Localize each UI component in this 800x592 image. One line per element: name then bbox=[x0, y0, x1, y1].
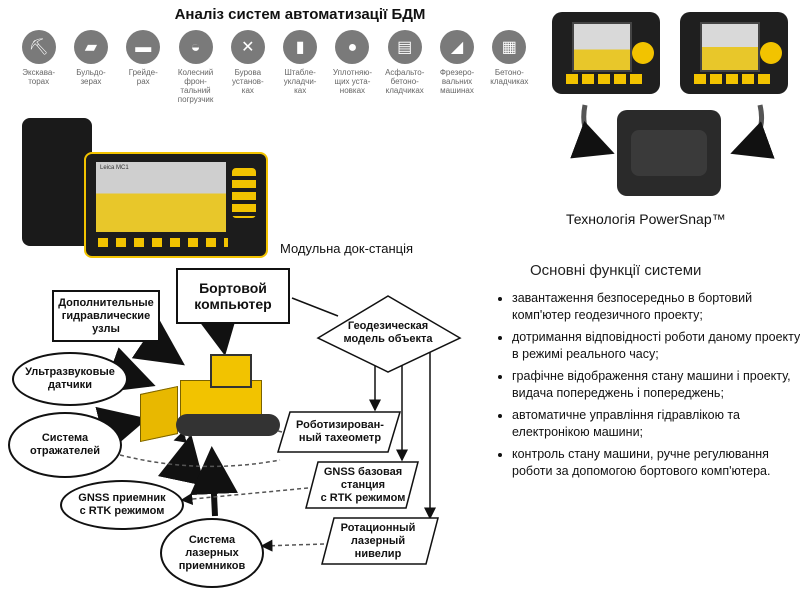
machine-label: Бульдо- зерах bbox=[76, 68, 106, 86]
caption-powersnap: Технологія PowerSnap™ bbox=[566, 211, 726, 227]
grader-icon: ▬ bbox=[126, 30, 161, 64]
caption-dock-station: Модульна док-станція bbox=[280, 241, 414, 256]
gnss-base-station-node: GNSS базовая станция с RTK режимом bbox=[320, 465, 406, 504]
dpad-icon bbox=[632, 42, 654, 64]
machine-label: Уплотняю- щих уста- новках bbox=[332, 68, 373, 95]
control-panel-display-2 bbox=[680, 12, 788, 94]
hydraulic-units-box: Дополнительные гидравлические узлы bbox=[52, 290, 160, 342]
functions-title: Основні функції системи bbox=[530, 262, 702, 279]
function-item: завантаження безпосередньо в бортовий ко… bbox=[512, 290, 800, 324]
function-item: дотримання відповідності роботи даному п… bbox=[512, 329, 800, 363]
machine-item-8: ◢ Фрезеро- вальних машинах bbox=[432, 30, 481, 104]
geodetic-model-node: Геодезическая модель объекта bbox=[343, 320, 433, 345]
button-row bbox=[694, 74, 774, 84]
robot-total-station-node: Роботизирован- ный тахеометр bbox=[296, 419, 384, 444]
machine-item-1: ▰ Бульдо- зерах bbox=[66, 30, 115, 104]
tablet-mount bbox=[22, 118, 92, 246]
laser-receivers-node: Система лазерных приемников bbox=[160, 518, 264, 588]
machine-label: Штабле- укладчи- ках bbox=[283, 68, 317, 95]
button-row bbox=[566, 74, 646, 84]
function-item: автоматичне управління гідравлікою та ел… bbox=[512, 407, 800, 441]
milling-machine-icon: ◢ bbox=[440, 30, 475, 64]
ultrasonic-sensors-node: Ультразвуковые датчики bbox=[12, 352, 128, 406]
function-item: контроль стану машини, ручне регулювання… bbox=[512, 446, 800, 480]
machine-label: Экскава- торах bbox=[22, 68, 56, 86]
dock-slot bbox=[631, 130, 707, 176]
display-screen bbox=[700, 22, 760, 72]
bulldozer-icon: ▰ bbox=[73, 30, 108, 64]
machine-item-4: ✕ Бурова установ- ках bbox=[223, 30, 272, 104]
display-screen bbox=[572, 22, 632, 72]
bulldozer-cab bbox=[210, 354, 252, 388]
control-panel-display-1 bbox=[552, 12, 660, 94]
pile-driver-icon: ▮ bbox=[283, 30, 318, 64]
wheel-loader-icon: ◒ bbox=[178, 30, 213, 64]
machine-item-9: ▦ Бетоно- кладчиках bbox=[485, 30, 534, 104]
machine-icons-row: ⛏ Экскава- торах ▰ Бульдо- зерах ▬ Грейде- … bbox=[14, 30, 534, 104]
reflector-system-node: Система отражателей bbox=[8, 412, 122, 478]
machine-item-5: ▮ Штабле- укладчи- ках bbox=[275, 30, 324, 104]
gnss-receiver-node: GNSS приемник с RTK режимом bbox=[60, 480, 184, 530]
page-title: Аналіз систем автоматизації БДМ bbox=[174, 6, 426, 23]
tablet-keypad bbox=[232, 168, 256, 218]
machine-item-0: ⛏ Экскава- торах bbox=[14, 30, 63, 104]
powersnap-dock bbox=[617, 110, 721, 196]
compactor-icon: ● bbox=[335, 30, 370, 64]
tablet-button-row bbox=[98, 238, 228, 247]
machine-item-6: ● Уплотняю- щих уста- новках bbox=[328, 30, 377, 104]
functions-list: завантаження безпосередньо в бортовий ко… bbox=[490, 290, 800, 485]
function-item: графічне відображення стану машини і про… bbox=[512, 368, 800, 402]
bulldozer-illustration bbox=[140, 350, 290, 445]
machine-label: Колесний фрон- тальний погрузчик bbox=[177, 68, 214, 104]
machine-label: Фрезеро- вальних машинах bbox=[439, 68, 475, 95]
excavator-icon: ⛏ bbox=[21, 30, 56, 64]
drilling-rig-icon: ✕ bbox=[230, 30, 265, 64]
machine-item-7: ▤ Асфальто- бетоно- кладчиках bbox=[380, 30, 429, 104]
tablet-device: Leica MC1 bbox=[84, 152, 268, 258]
dpad-icon bbox=[760, 42, 782, 64]
machine-label: Грейде- рах bbox=[128, 68, 158, 86]
machine-item-2: ▬ Грейде- рах bbox=[119, 30, 168, 104]
machine-label: Асфальто- бетоно- кладчиках bbox=[385, 68, 425, 95]
onboard-computer-box: Бортовой компьютер bbox=[176, 268, 290, 324]
machine-label: Бурова установ- ках bbox=[231, 68, 264, 95]
rotary-laser-level-node: Ротационный лазерный нивелир bbox=[340, 521, 416, 560]
asphalt-paver-icon: ▤ bbox=[387, 30, 422, 64]
concrete-paver-icon: ▦ bbox=[492, 30, 527, 64]
tablet-screen: Leica MC1 bbox=[96, 162, 226, 232]
machine-label: Бетоно- кладчиках bbox=[490, 68, 529, 86]
bulldozer-blade bbox=[140, 385, 178, 443]
bulldozer-track bbox=[176, 414, 280, 436]
device-brand: Leica MC1 bbox=[100, 165, 129, 171]
machine-item-3: ◒ Колесний фрон- тальний погрузчик bbox=[171, 30, 220, 104]
